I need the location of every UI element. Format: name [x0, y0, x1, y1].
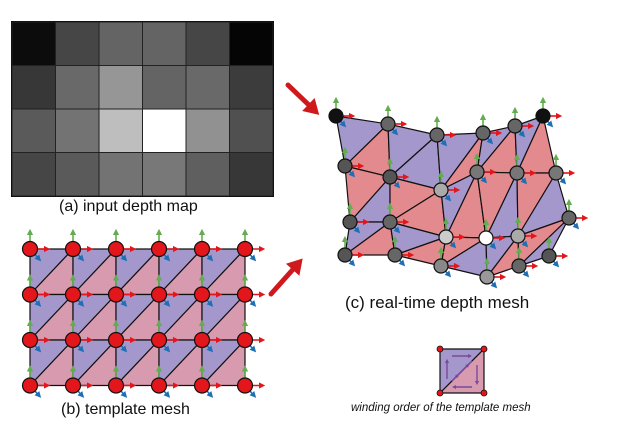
- winding-caption: winding order of the template mesh: [351, 402, 531, 414]
- depth-mesh: [328, 96, 589, 289]
- winding-arrow: [451, 363, 470, 382]
- depth-pixel: [11, 65, 56, 110]
- mesh-vertex: [236, 286, 254, 303]
- mesh-vertex: [150, 331, 168, 349]
- depth-pixel: [185, 108, 230, 153]
- mesh-vertex: [387, 247, 403, 263]
- mesh-vertex: [193, 331, 211, 349]
- depth-pixel: [55, 108, 100, 153]
- depth-pixel: [142, 21, 187, 66]
- mesh-vertex: [510, 228, 526, 244]
- depth-map: [11, 21, 274, 197]
- depth-pixel: [98, 108, 143, 153]
- mesh-vertex: [236, 377, 254, 394]
- depth-pixel: [98, 152, 143, 197]
- template-to-mesh-arrow-shaft: [268, 263, 299, 297]
- mesh-vertex: [548, 165, 564, 181]
- mesh-vertex: [535, 108, 551, 124]
- mesh-vertex: [342, 214, 358, 230]
- mesh-vertex: [193, 286, 211, 303]
- mesh-vertex: [236, 331, 254, 349]
- mesh-vertex: [21, 240, 39, 258]
- depth-pixel: [229, 65, 274, 110]
- mesh-vertex: [236, 240, 254, 258]
- mesh-vertex: [64, 286, 82, 303]
- mesh-vertex: [511, 258, 527, 274]
- mesh-triangle: [518, 217, 570, 267]
- mesh-vertex: [150, 377, 168, 394]
- mesh-vertex: [380, 116, 396, 132]
- depth-pixel: [98, 21, 143, 66]
- mesh-vertex: [382, 169, 398, 185]
- mesh-vertex: [21, 286, 39, 303]
- winding-vertex: [436, 345, 444, 353]
- depth-pixel: [142, 152, 187, 197]
- mesh-vertex: [429, 127, 445, 143]
- winding-vertex: [480, 389, 488, 397]
- mesh-vertex: [107, 240, 125, 258]
- mesh-vertex: [507, 118, 523, 134]
- mesh-vertex: [561, 210, 577, 226]
- mesh-vertex: [150, 286, 168, 303]
- depth-mesh-caption: (c) real-time depth mesh: [345, 293, 530, 312]
- mesh-vertex: [479, 269, 495, 285]
- depth-pixel: [11, 21, 56, 66]
- depth-map-caption: (a) input depth map: [59, 198, 198, 215]
- mesh-vertex: [107, 377, 125, 394]
- depth-pixel: [185, 65, 230, 110]
- depth-pixel: [55, 65, 100, 110]
- mesh-vertex: [107, 286, 125, 303]
- depth-pixel: [229, 108, 274, 153]
- mesh-vertex: [438, 229, 454, 245]
- depth-pixel: [98, 65, 143, 110]
- mesh-vertex: [64, 240, 82, 258]
- depth-pixel: [55, 152, 100, 197]
- mesh-vertex: [21, 377, 39, 394]
- depth-pixel: [11, 108, 56, 153]
- mesh-vertex: [337, 158, 353, 174]
- mesh-vertex: [193, 377, 211, 394]
- depth-pixel: [11, 152, 56, 197]
- winding-vertex: [480, 345, 488, 353]
- mesh-vertex: [475, 125, 491, 141]
- depth-pixel: [142, 108, 187, 153]
- mesh-triangle: [201, 339, 246, 387]
- template-to-mesh-arrow-head: [285, 258, 303, 276]
- template-mesh-caption: (b) template mesh: [61, 401, 190, 418]
- depth-pixel: [185, 21, 230, 66]
- flow-arrows: [268, 82, 320, 297]
- mesh-vertex: [21, 331, 39, 349]
- mesh-vertex: [150, 240, 168, 258]
- mesh-vertex: [509, 165, 525, 181]
- winding-vertex: [436, 389, 444, 397]
- mesh-vertex: [193, 240, 211, 258]
- mesh-vertex: [64, 331, 82, 349]
- depth-pixel: [55, 21, 100, 66]
- mesh-vertex: [382, 214, 398, 230]
- mesh-vertex: [64, 377, 82, 394]
- mesh-vertex: [478, 230, 494, 246]
- template-mesh: [21, 228, 266, 398]
- mesh-vertex: [541, 248, 557, 264]
- depth-pixel: [142, 65, 187, 110]
- depth-to-mesh-arrow-head: [302, 98, 320, 115]
- depth-pixel: [185, 152, 230, 197]
- depth-pixel: [229, 21, 274, 66]
- mesh-vertex: [469, 164, 485, 180]
- depth-to-mesh-arrow-shaft: [285, 82, 315, 111]
- depth-pixel: [229, 152, 274, 197]
- winding-order-icon: [436, 345, 488, 397]
- mesh-vertex: [337, 247, 353, 263]
- mesh-vertex: [107, 331, 125, 349]
- mesh-vertex: [433, 258, 449, 274]
- mesh-vertex: [328, 108, 344, 124]
- mesh-vertex: [433, 182, 449, 198]
